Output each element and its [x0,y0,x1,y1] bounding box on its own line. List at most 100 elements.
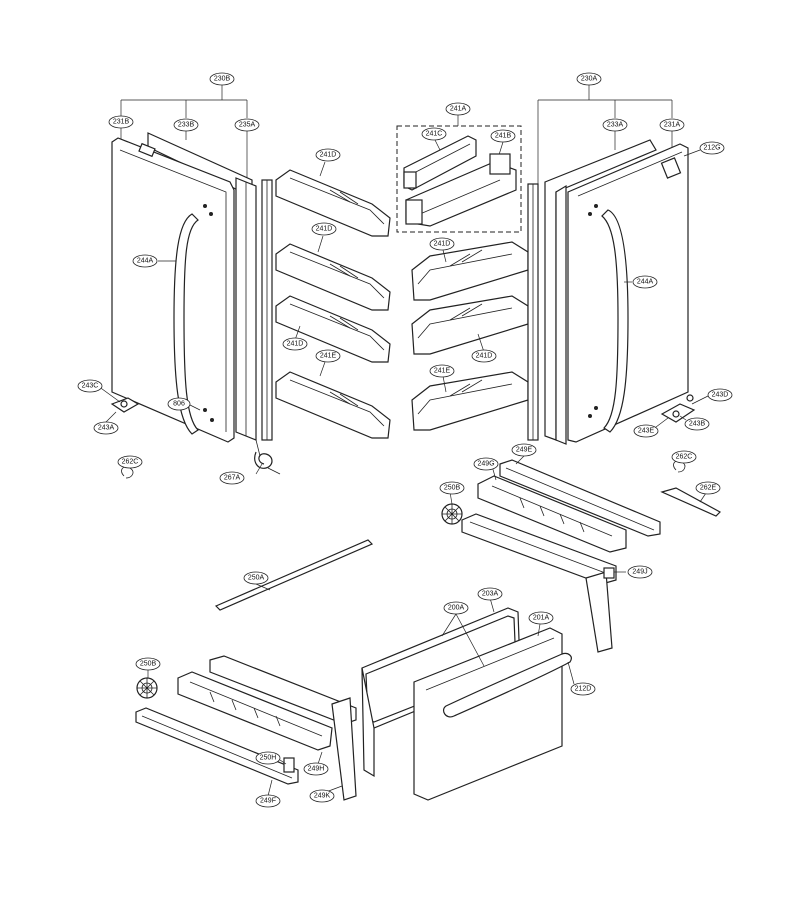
label-230B: 230B [214,76,231,83]
label-241C: 241C [426,131,443,138]
callout-243A: 243A [93,421,119,435]
callout-233B: 233B [173,118,199,132]
callout-241D-3: 241D [429,237,455,251]
callout-249E: 249E [511,443,537,457]
callout-241E-1: 241E [315,349,341,363]
label-203A: 203A [482,591,499,598]
label-231A: 231A [664,122,681,129]
callout-241E-2: 241E [429,364,455,378]
callout-241C: 241C [421,127,447,141]
label-243A: 243A [98,425,115,432]
callout-200A: 200A [443,601,469,615]
callout-250B-bottom: 250B [135,657,161,671]
label-243C: 243C [82,383,99,390]
right-door-screws [588,204,598,418]
callout-235A: 235A [234,118,260,132]
left-spring-267A [254,439,281,475]
callout-241A: 241A [445,102,471,116]
rail-249F [135,707,299,785]
label-235A: 235A [239,122,256,129]
gasket-strip-250A [214,539,374,611]
right-hinge-243B [660,394,696,423]
label-230A: 230A [581,76,598,83]
label-241D-5: 241D [476,353,493,360]
callout-244A-right: 244A [632,275,658,289]
callout-233A: 233A [602,118,628,132]
rail-bracket-249H [177,671,333,751]
callout-267A: 267A [219,471,245,485]
callout-231B: 231B [108,115,134,129]
left-door-handle [173,213,199,435]
callout-249F: 249F [255,794,281,808]
label-250B-top: 250B [444,485,461,492]
label-250B-bottom: 250B [140,661,157,668]
callout-250H: 250H [255,751,281,765]
callout-243D: 243D [707,388,733,402]
drawer-handle-212D [442,652,572,718]
left-clip-262C [121,466,134,479]
label-249F: 249F [260,798,276,805]
bin-assembly-241A-box [396,125,522,233]
callout-249J: 249J [627,565,653,579]
label-241D-1: 241D [320,152,337,159]
callout-leaders [97,149,709,797]
right-center-seal [527,183,539,441]
label-233A: 233A [607,122,624,129]
label-249H: 249H [308,766,325,773]
label-231B: 231B [113,119,130,126]
callout-212G: 212G [699,141,725,155]
label-241B: 241B [495,133,512,140]
gear-250B-bottom [136,677,158,699]
label-243E: 243E [638,428,655,435]
label-244A-left: 244A [137,258,154,265]
callout-212D: 212D [570,682,596,696]
callout-241D-5: 241D [471,349,497,363]
left-door-screws [203,204,214,422]
rail-bracket-249G [477,475,627,553]
gear-250B-top [441,503,463,525]
label-200A: 200A [448,605,465,612]
label-241D-3: 241D [434,241,451,248]
left-door-gasket-235A [235,177,257,441]
drawer-gasket-203A [361,607,521,778]
callout-203A: 203A [477,587,503,601]
bracket-230A [537,85,673,190]
label-250H: 250H [260,755,277,762]
label-241D-2: 241D [316,226,333,233]
label-241A: 241A [450,106,467,113]
callout-249G: 249G [473,457,499,471]
right-rod-262E [660,487,721,517]
label-233B: 233B [178,122,195,129]
label-243D: 243D [712,392,729,399]
label-262E: 262E [700,485,717,492]
label-201A: 201A [533,615,550,622]
callout-231A: 231A [659,118,685,132]
callout-249K: 249K [309,789,335,803]
callout-249H: 249H [303,762,329,776]
rail-249K [209,655,357,801]
label-249J: 249J [632,569,647,576]
callout-230A: 230A [576,72,602,86]
label-249G: 249G [477,461,494,468]
callout-244A-left: 244A [132,254,158,268]
callout-262C-left: 262C [117,455,143,469]
label-244A-right: 244A [637,279,654,286]
label-241E-1: 241E [320,353,337,360]
right-door-handle [601,209,629,433]
callout-243E: 243E [633,424,659,438]
label-212D: 212D [575,686,592,693]
callout-250A: 250A [243,571,269,585]
bin-left-4 [275,371,391,439]
callout-201A: 201A [528,611,554,625]
left-hinge-243A [110,397,140,413]
callout-243C: 243C [77,379,103,393]
rail-249J [461,513,617,653]
label-267A: 267A [224,475,241,482]
callout-262C-right: 262C [671,450,697,464]
label-262C-right: 262C [676,454,693,461]
callout-243B: 243B [684,417,710,431]
label-250A: 250A [248,575,265,582]
label-241D-4: 241D [287,341,304,348]
bin-241B [405,153,517,227]
